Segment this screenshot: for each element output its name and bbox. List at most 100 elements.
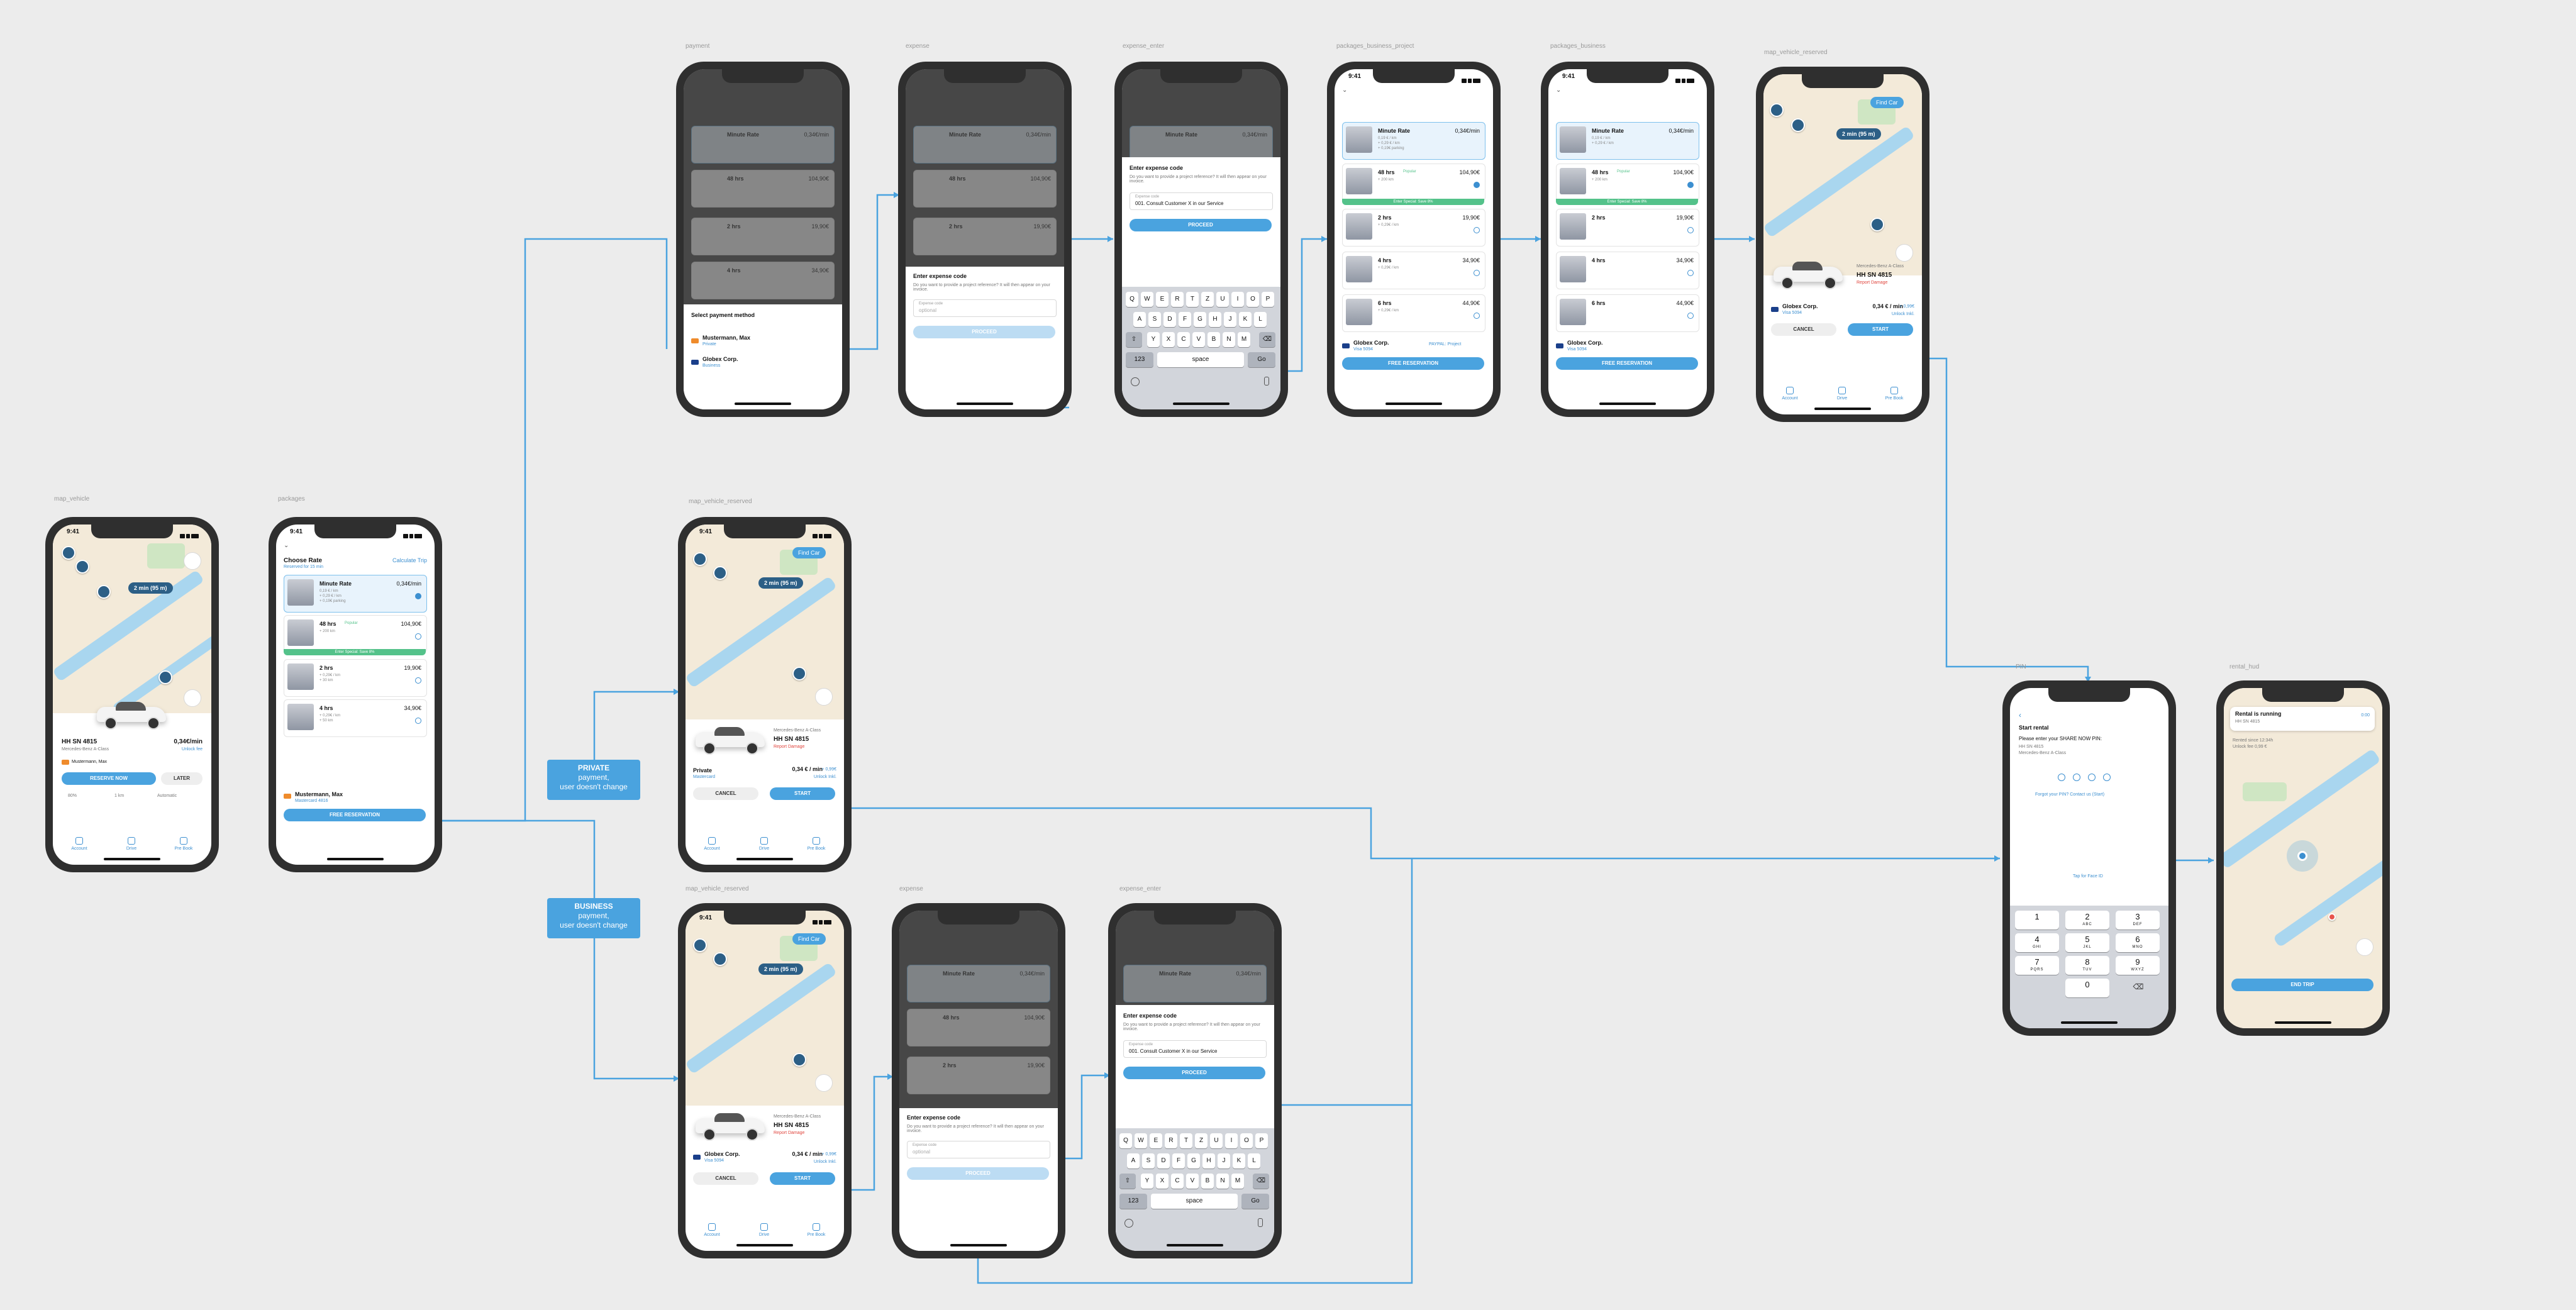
rate-radio[interactable] [1687, 227, 1694, 233]
cancel-button[interactable]: CANCEL [693, 787, 758, 800]
key-l[interactable]: L [1254, 312, 1267, 327]
rate-radio[interactable] [1687, 182, 1694, 188]
tab-account[interactable]: Account [699, 837, 724, 851]
key-z[interactable]: Z [1195, 1133, 1208, 1148]
key-p[interactable]: P [1262, 292, 1274, 307]
tab-drive[interactable]: Drive [752, 837, 777, 851]
key-n[interactable]: N [1223, 332, 1235, 347]
key-r[interactable]: R [1165, 1133, 1177, 1148]
numbers-key[interactable]: 123 [1119, 1194, 1147, 1209]
forgot-pin-link[interactable]: Forgot your PIN? Contact us (Start) [2035, 792, 2105, 797]
key-s[interactable]: S [1142, 1153, 1155, 1168]
go-key[interactable]: Go [1241, 1194, 1269, 1209]
chevron-down-icon[interactable]: ⌄ [1342, 87, 1348, 94]
map-pin[interactable] [693, 552, 707, 566]
key-c[interactable]: C [1177, 332, 1190, 347]
key-i[interactable]: I [1231, 292, 1244, 307]
later-button[interactable]: LATER [161, 772, 203, 785]
chevron-down-icon[interactable]: ⌄ [1556, 87, 1562, 94]
key-i[interactable]: I [1225, 1133, 1238, 1148]
map-view[interactable]: 2 min (95 m) [53, 525, 211, 713]
emoji-icon[interactable] [1124, 1219, 1133, 1228]
tab-account[interactable]: Account [1777, 387, 1802, 401]
pin-key-0[interactable]: 0 [2065, 979, 2109, 997]
key-u[interactable]: U [1216, 292, 1229, 307]
key-q[interactable]: Q [1126, 292, 1138, 307]
key-k[interactable]: K [1233, 1153, 1245, 1168]
backspace-key[interactable]: ⌫ [1259, 332, 1275, 347]
map-view[interactable] [2224, 688, 2382, 1028]
space-key[interactable]: space [1157, 352, 1244, 367]
map-pin[interactable] [62, 546, 75, 560]
key-j[interactable]: J [1218, 1153, 1230, 1168]
payment-option-business[interactable]: Globex Corp. [702, 356, 738, 362]
map-pin[interactable] [2328, 913, 2336, 921]
emoji-icon[interactable] [1131, 377, 1140, 386]
key-u[interactable]: U [1210, 1133, 1223, 1148]
key-m[interactable]: M [1238, 332, 1250, 347]
map-pin[interactable] [1791, 118, 1805, 132]
microphone-icon[interactable] [1264, 377, 1269, 386]
key-g[interactable]: G [1194, 312, 1206, 327]
go-key[interactable]: Go [1248, 352, 1275, 367]
map-pin[interactable] [1770, 103, 1784, 117]
calculate-trip-link[interactable]: Calculate Trip [392, 557, 427, 563]
key-z[interactable]: Z [1201, 292, 1214, 307]
payer-name[interactable]: Mustermann, Max [295, 791, 343, 797]
key-h[interactable]: H [1209, 312, 1221, 327]
find-car-button[interactable]: Find Car [792, 547, 826, 558]
locate-button[interactable] [2356, 938, 2373, 956]
key-t[interactable]: T [1180, 1133, 1192, 1148]
rate-radio[interactable] [1687, 313, 1694, 319]
key-g[interactable]: G [1187, 1153, 1200, 1168]
back-icon[interactable]: ‹ [2019, 711, 2021, 719]
key-s[interactable]: S [1148, 312, 1161, 327]
key-v[interactable]: V [1186, 1174, 1199, 1189]
report-damage-link[interactable]: Report Damage [774, 1131, 805, 1135]
key-w[interactable]: W [1135, 1133, 1147, 1148]
reserve-now-button[interactable]: RESERVE NOW [62, 772, 156, 785]
start-button[interactable]: START [770, 1172, 835, 1185]
proceed-button-disabled[interactable]: PROCEED [907, 1167, 1049, 1180]
payer-name[interactable]: Globex Corp. [704, 1151, 740, 1157]
key-v[interactable]: V [1192, 332, 1205, 347]
key-k[interactable]: K [1239, 312, 1252, 327]
key-h[interactable]: H [1202, 1153, 1215, 1168]
rate-radio[interactable] [1474, 270, 1480, 276]
key-x[interactable]: X [1162, 332, 1175, 347]
key-y[interactable]: Y [1147, 332, 1160, 347]
map-view[interactable]: 2 min (95 m) Find Car [686, 525, 844, 719]
free-reservation-button[interactable]: FREE RESERVATION [284, 809, 426, 821]
find-car-button[interactable]: Find Car [1870, 97, 1904, 108]
key-w[interactable]: W [1141, 292, 1153, 307]
start-button[interactable]: START [770, 787, 835, 800]
map-pin[interactable] [792, 667, 806, 680]
key-o[interactable]: O [1246, 292, 1259, 307]
payer-name[interactable]: Mustermann, Max [72, 760, 108, 764]
map-view[interactable]: 2 min (95 m) Find Car [686, 911, 844, 1106]
pin-key-1[interactable]: 1 [2015, 911, 2059, 930]
backspace-key[interactable]: ⌫ [1253, 1174, 1269, 1189]
key-b[interactable]: B [1201, 1174, 1214, 1189]
cancel-button[interactable]: CANCEL [693, 1172, 758, 1185]
key-o[interactable]: O [1240, 1133, 1253, 1148]
delete-icon[interactable]: ⌫ [2133, 982, 2144, 991]
payer-name[interactable]: Globex Corp. [1353, 340, 1389, 346]
key-c[interactable]: C [1171, 1174, 1184, 1189]
project-link[interactable]: PAYPAL: Project [1429, 342, 1462, 347]
key-d[interactable]: D [1163, 312, 1176, 327]
